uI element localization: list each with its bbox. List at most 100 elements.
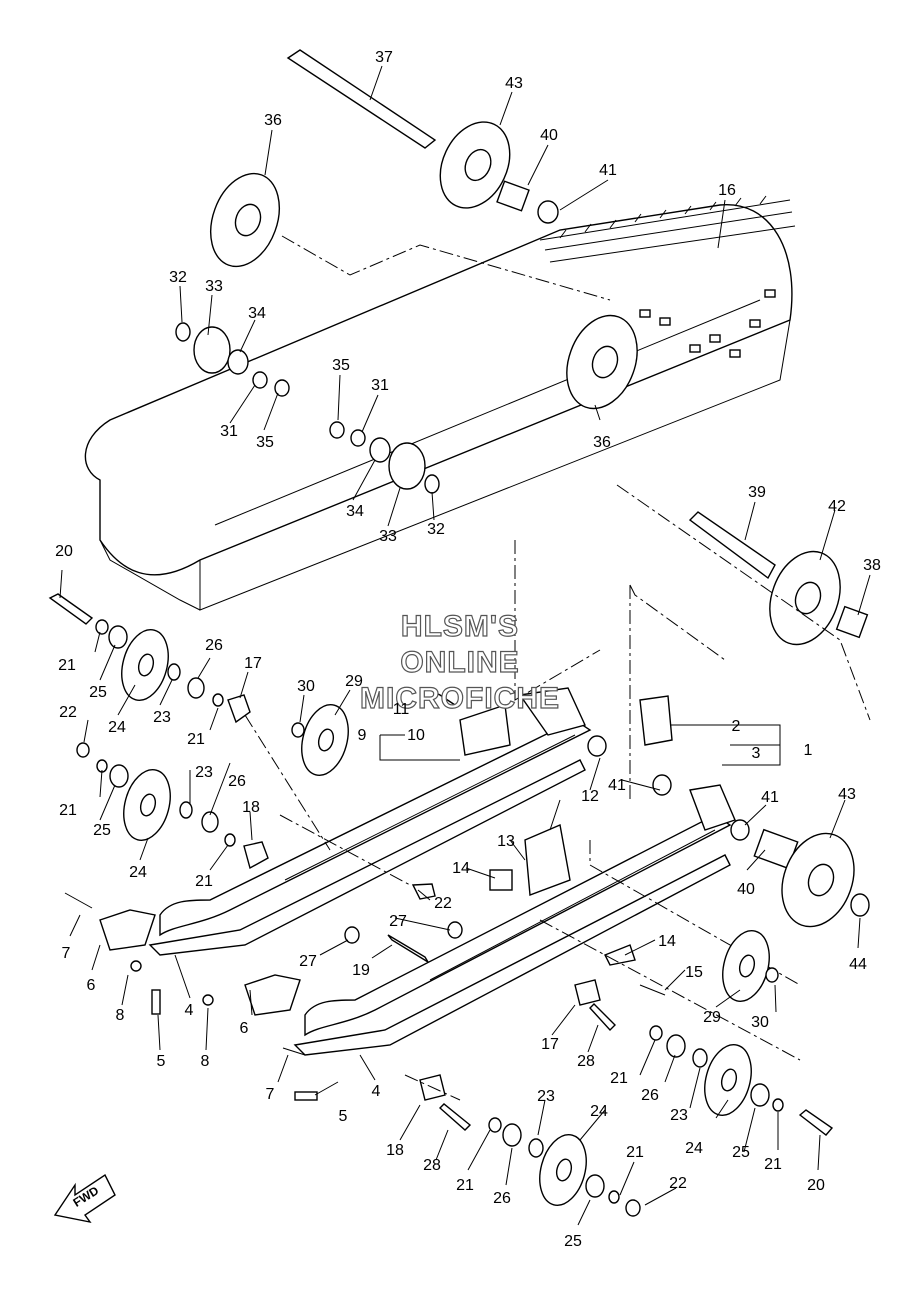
- callout-10: 10: [407, 727, 425, 744]
- callout-3: 3: [752, 745, 761, 762]
- callout-35: 35: [332, 357, 350, 374]
- callout-37: 37: [375, 49, 393, 66]
- callout-23: 23: [537, 1088, 555, 1105]
- right-wheel-43-40-44: [753, 828, 870, 928]
- callout-21: 21: [456, 1177, 474, 1194]
- callout-2: 2: [732, 718, 741, 735]
- watermark-line3: MICROFICHE: [360, 682, 560, 715]
- axle-39: [688, 511, 776, 580]
- lower-left-stack: [419, 1074, 641, 1217]
- callout-30: 30: [751, 1014, 769, 1031]
- mount-12-13: [489, 824, 571, 896]
- callout-23: 23: [195, 764, 213, 781]
- callout-30: 30: [297, 678, 315, 695]
- callout-22: 22: [669, 1175, 687, 1192]
- callout-33: 33: [379, 528, 397, 545]
- slide-rail-right: [293, 784, 736, 1056]
- callout-6: 6: [87, 977, 96, 994]
- right-rail-parts-14-15-29-30: [604, 930, 779, 1002]
- callout-24: 24: [685, 1140, 703, 1157]
- callout-32: 32: [427, 521, 445, 538]
- callout-4: 4: [185, 1002, 194, 1019]
- callout-labels: 37 43 36 40 41 16 32 33 34 35 31 31 35 3…: [55, 49, 881, 1250]
- callout-28: 28: [577, 1053, 595, 1070]
- callout-21: 21: [195, 873, 213, 890]
- callout-21: 21: [610, 1070, 628, 1087]
- wheel-36-right: [566, 314, 638, 410]
- callout-25: 25: [93, 822, 111, 839]
- wheel-36-left: [210, 172, 280, 268]
- callout-39: 39: [748, 484, 766, 501]
- callout-6: 6: [240, 1020, 249, 1037]
- callout-29: 29: [345, 673, 363, 690]
- watermark: HLSM'S ONLINE MICROFICHE: [359, 609, 560, 715]
- wheel-43-upper: [439, 121, 511, 209]
- wheel-29-left: [291, 704, 349, 776]
- spacer-40-upper: [496, 180, 530, 212]
- axle-line-top: [281, 235, 611, 301]
- callout-20: 20: [807, 1177, 825, 1194]
- bracket-2-3-1: [639, 695, 781, 766]
- upper-shaft-37: [286, 49, 437, 149]
- left-hub-parts: [175, 322, 440, 494]
- cross-axle-lines: [244, 540, 801, 986]
- callout-16: 16: [718, 182, 736, 199]
- callout-40: 40: [737, 881, 755, 898]
- callout-41: 41: [608, 777, 626, 794]
- callout-8: 8: [116, 1007, 125, 1024]
- callout-7: 7: [266, 1086, 275, 1103]
- callout-26: 26: [228, 773, 246, 790]
- callout-36: 36: [264, 112, 282, 129]
- lower-axle-line: [404, 919, 801, 1101]
- callout-35: 35: [256, 434, 274, 451]
- callout-17: 17: [244, 655, 262, 672]
- watermark-line2: ONLINE: [400, 646, 519, 679]
- bushing-38: [835, 605, 869, 639]
- fwd-arrow-icon: FWD: [53, 1173, 116, 1224]
- callout-17: 17: [541, 1036, 559, 1053]
- callout-44: 44: [849, 956, 867, 973]
- callout-5: 5: [157, 1053, 166, 1070]
- callout-24: 24: [129, 864, 147, 881]
- callout-21: 21: [59, 802, 77, 819]
- callout-43: 43: [838, 786, 856, 803]
- callout-26: 26: [205, 637, 223, 654]
- callout-31: 31: [371, 377, 389, 394]
- slide-rail-left: [148, 687, 592, 956]
- callout-36: 36: [593, 434, 611, 451]
- callout-22: 22: [434, 895, 452, 912]
- callout-32: 32: [169, 269, 187, 286]
- callout-34: 34: [248, 305, 266, 322]
- callout-34: 34: [346, 503, 364, 520]
- callout-13: 13: [497, 833, 515, 850]
- callout-4: 4: [372, 1083, 381, 1100]
- callout-26: 26: [493, 1190, 511, 1207]
- callout-38: 38: [863, 557, 881, 574]
- washers-41: [587, 735, 750, 841]
- callout-1: 1: [804, 742, 813, 759]
- track-belt: [84, 195, 796, 611]
- callout-41: 41: [761, 789, 779, 806]
- callout-18: 18: [386, 1142, 404, 1159]
- callout-5: 5: [339, 1108, 348, 1125]
- wheel-42: [769, 550, 841, 646]
- left-bolt-20: [48, 593, 94, 625]
- lower-right-stack: [574, 979, 834, 1136]
- callout-20: 20: [55, 543, 73, 560]
- callout-41: 41: [599, 162, 617, 179]
- leader-lines: [59, 65, 871, 1226]
- rail-tip-right: [202, 974, 318, 1101]
- left-roller-set-upper: [95, 619, 251, 724]
- callout-25: 25: [89, 684, 107, 701]
- watermark-line1: HLSM'S: [401, 610, 519, 643]
- callout-14: 14: [658, 933, 676, 950]
- callout-25: 25: [732, 1144, 750, 1161]
- callout-24: 24: [108, 719, 126, 736]
- callout-18: 18: [242, 799, 260, 816]
- callout-28: 28: [423, 1157, 441, 1174]
- washer-41-upper: [537, 200, 559, 224]
- callout-25: 25: [564, 1233, 582, 1250]
- callout-40: 40: [540, 127, 558, 144]
- callout-23: 23: [670, 1107, 688, 1124]
- callout-21: 21: [58, 657, 76, 674]
